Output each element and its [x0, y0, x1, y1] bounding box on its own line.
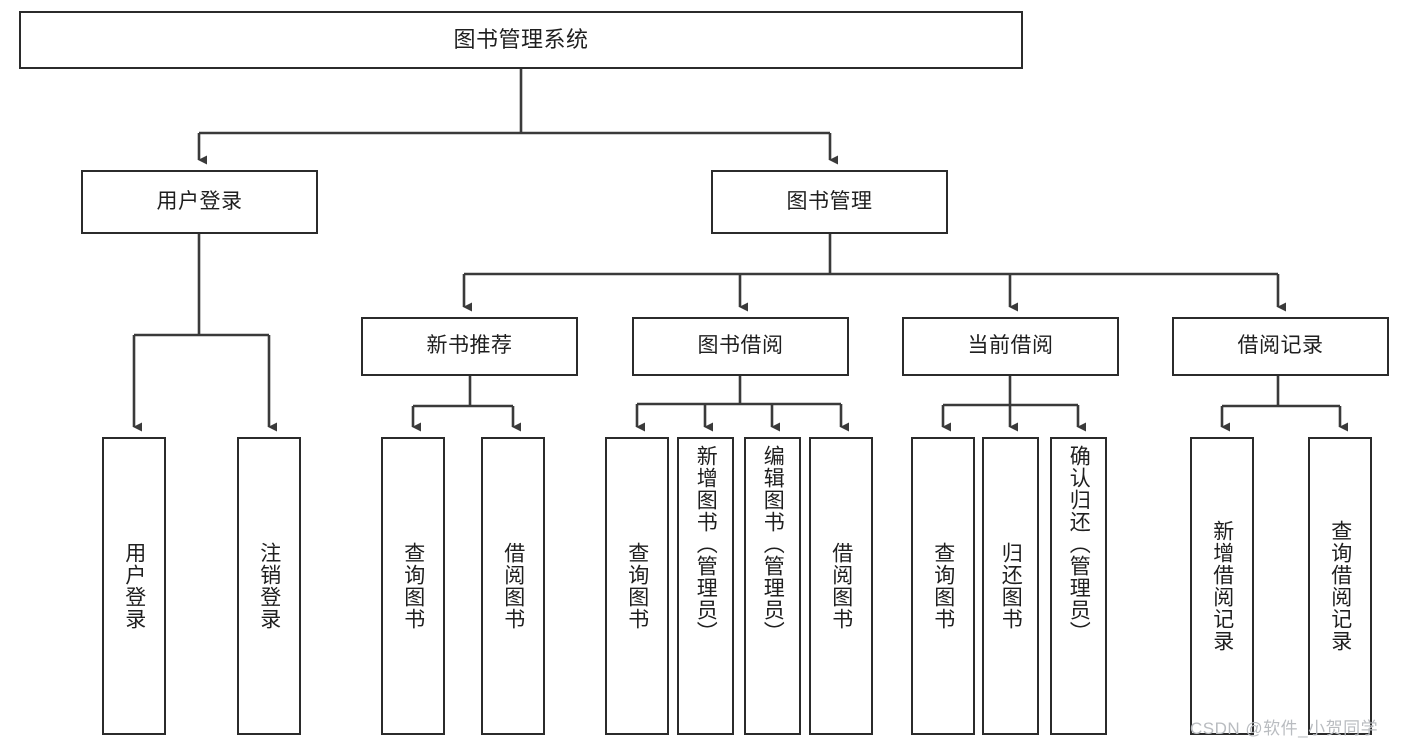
node-current-borrow[interactable]: 当前借阅: [902, 317, 1119, 376]
node-label: 查询借阅记录: [1328, 520, 1352, 652]
node-label: 借阅图书: [829, 542, 853, 630]
node-label: 新增借阅记录: [1210, 520, 1234, 652]
node-label: 查询图书: [931, 542, 955, 630]
node-label: 借阅图书: [501, 542, 525, 630]
leaf-add-borrow-record[interactable]: 新增借阅记录: [1190, 437, 1254, 735]
node-label: 新书推荐: [426, 334, 513, 358]
node-label: 查询图书: [401, 542, 425, 630]
leaf-add-book-admin[interactable]: 新增图书（管理员）: [677, 437, 734, 735]
node-label: 图书管理: [786, 189, 873, 213]
leaf-edit-book-admin[interactable]: 编辑图书（管理员）: [744, 437, 801, 735]
leaf-user-login[interactable]: 用户登录: [102, 437, 166, 735]
leaf-borrow-book[interactable]: 借阅图书: [809, 437, 873, 735]
node-label: 图书管理系统: [453, 27, 589, 53]
node-label: 编辑图书（管理员）: [761, 445, 785, 643]
node-label: 确认归还（管理员）: [1067, 445, 1091, 643]
leaf-query-book-current[interactable]: 查询图书: [911, 437, 975, 735]
node-label: 借阅记录: [1237, 334, 1324, 358]
node-label: 新增图书（管理员）: [694, 445, 718, 643]
node-label: 归还图书: [999, 542, 1023, 630]
leaf-borrow-book-recommend[interactable]: 借阅图书: [481, 437, 545, 735]
leaf-confirm-return-admin[interactable]: 确认归还（管理员）: [1050, 437, 1107, 735]
leaf-return-book[interactable]: 归还图书: [982, 437, 1039, 735]
node-label: 注销登录: [257, 542, 281, 630]
node-book-borrow[interactable]: 图书借阅: [632, 317, 849, 376]
node-label: 当前借阅: [967, 334, 1054, 358]
leaf-query-borrow-record[interactable]: 查询借阅记录: [1308, 437, 1372, 735]
node-borrow-record[interactable]: 借阅记录: [1172, 317, 1389, 376]
leaf-query-book-recommend[interactable]: 查询图书: [381, 437, 445, 735]
node-label: 用户登录: [156, 189, 243, 213]
leaf-logout[interactable]: 注销登录: [237, 437, 301, 735]
node-label: 用户登录: [122, 542, 146, 630]
csdn-watermark: CSDN @软件_小贺同学: [1190, 719, 1379, 738]
node-user-login[interactable]: 用户登录: [81, 170, 318, 234]
leaf-query-book-borrow[interactable]: 查询图书: [605, 437, 669, 735]
node-new-book-recommend[interactable]: 新书推荐: [361, 317, 578, 376]
node-book-management[interactable]: 图书管理: [711, 170, 948, 234]
node-root-system[interactable]: 图书管理系统: [19, 11, 1023, 69]
node-label: 图书借阅: [697, 334, 784, 358]
node-label: 查询图书: [625, 542, 649, 630]
